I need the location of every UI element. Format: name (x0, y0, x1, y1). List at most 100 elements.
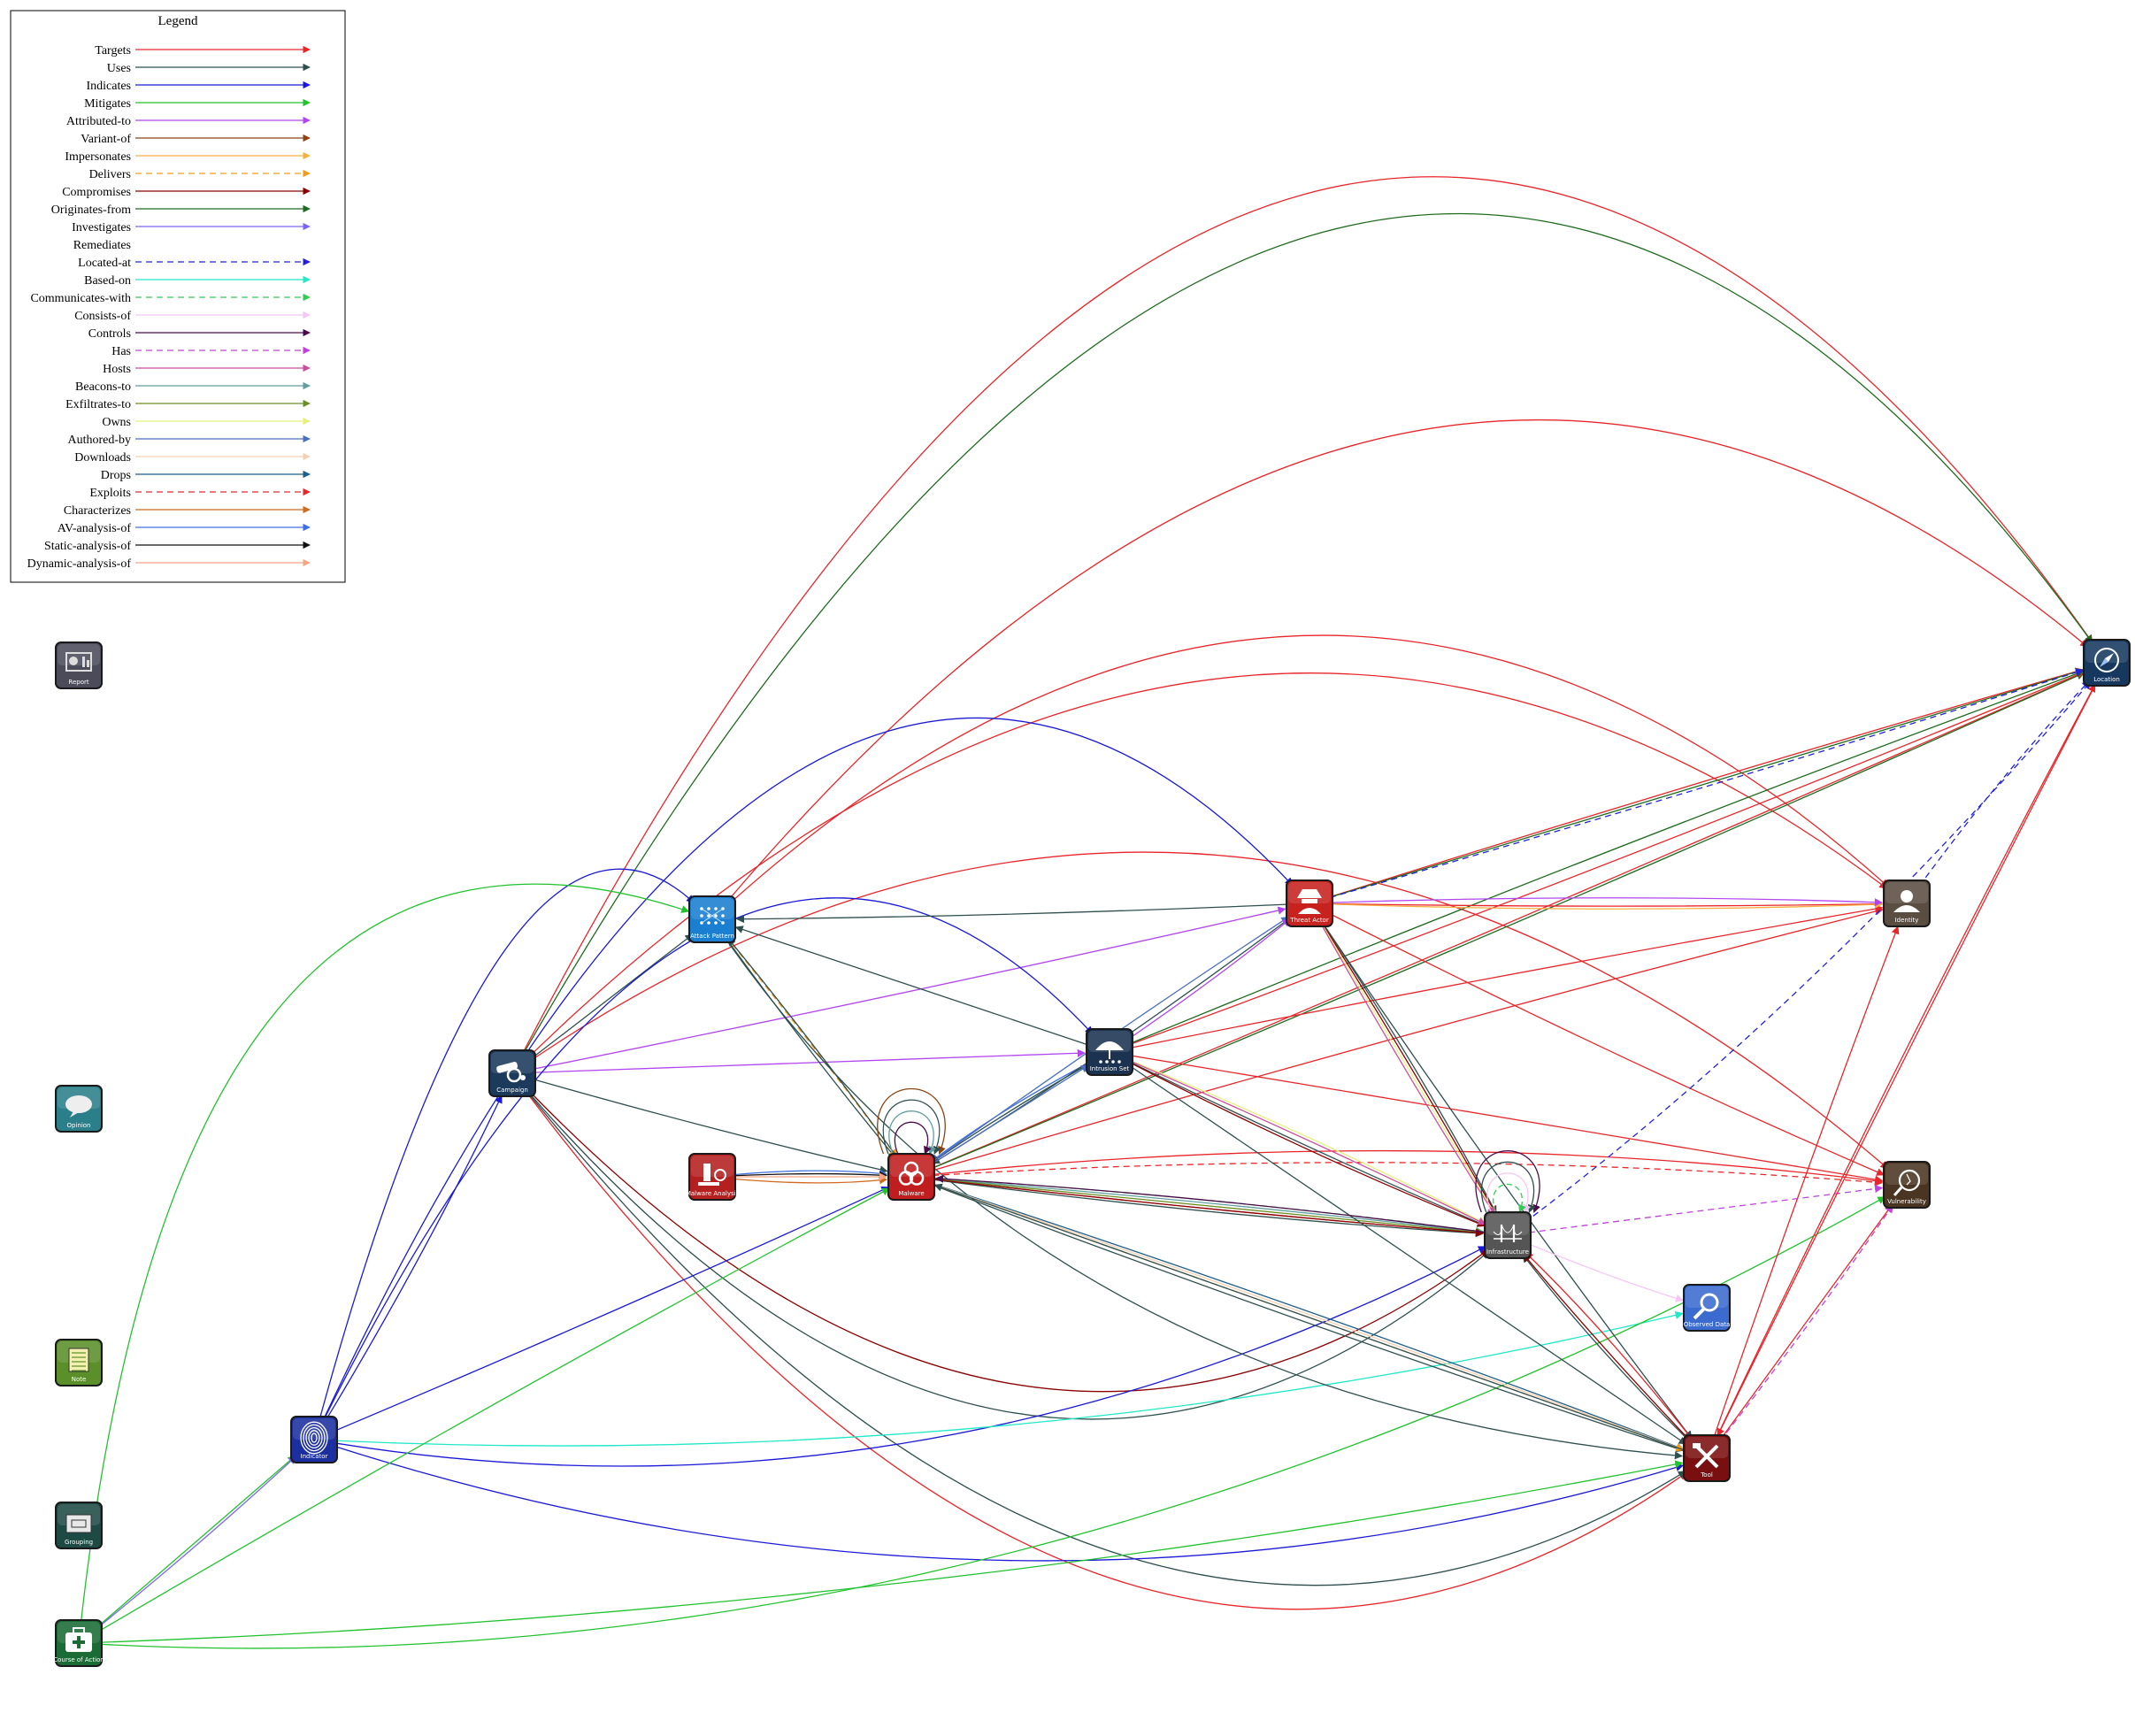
fingerprint-icon (300, 1421, 328, 1455)
edge-uses (734, 926, 1110, 1053)
edge-targets (1524, 1251, 1708, 1459)
legend-label: Hosts (103, 363, 131, 376)
legend-label: Indicates (86, 80, 131, 93)
edge-hosts (1309, 903, 1495, 1216)
edge-indicates (313, 868, 695, 1440)
legend-label: Mitigates (84, 97, 131, 111)
node-grouping[interactable]: Grouping (55, 1502, 103, 1549)
node-malware[interactable]: Malware (887, 1153, 935, 1201)
edge-indicates (313, 1439, 1685, 1562)
edge-has (1507, 1185, 1884, 1236)
package-icon (65, 1514, 92, 1533)
node-box (688, 1153, 736, 1201)
edge-compromises (1523, 1253, 1708, 1459)
edge-targets (1309, 900, 1883, 909)
self-loop-consists-of (1486, 1172, 1532, 1213)
edge-originates-from (1309, 668, 2085, 904)
node-identity[interactable]: Identity (1883, 880, 1931, 927)
node-tool[interactable]: Tool (1683, 1434, 1731, 1482)
edge-targets (511, 1072, 1687, 1610)
compass-icon (2094, 648, 2119, 672)
legend-label: AV-analysis-of (58, 522, 132, 535)
self-loop-controls (894, 1121, 932, 1155)
edge-uses (511, 933, 694, 1074)
cracked-shield-icon (1893, 1169, 1921, 1196)
edge-targets (910, 672, 2085, 1178)
legend-label: Downloads (74, 451, 131, 465)
node-label: Report (68, 679, 88, 686)
node-threat-actor[interactable]: Threat Actor (1286, 880, 1333, 927)
legend-label: Impersonates (65, 150, 131, 164)
edge-av-analysis-of (711, 1169, 888, 1178)
edge-uses (711, 918, 1684, 1460)
node-opinion[interactable]: Opinion (55, 1085, 103, 1133)
edge-attributed-to (1109, 918, 1291, 1053)
node-label: Intrusion Set (1090, 1065, 1130, 1072)
edge-targets (1309, 903, 1885, 1176)
legend-label: Attributed-to (66, 115, 131, 128)
edge-indicates (313, 717, 1294, 1440)
legend-label: Investigates (72, 221, 131, 234)
node-vulnerability[interactable]: Vulnerability (1883, 1161, 1931, 1209)
node-report[interactable]: Report (55, 641, 103, 689)
legend-label: Consists-of (74, 310, 131, 323)
microscope-icon (698, 1164, 726, 1186)
node-observed-data[interactable]: Observed Data (1683, 1284, 1731, 1332)
node-label: Attack Pattern (690, 933, 734, 940)
edge-originates-from (910, 672, 2085, 1178)
node-box (1484, 1211, 1532, 1259)
edge-uses (736, 903, 1310, 924)
node-location[interactable]: Location (2083, 639, 2131, 687)
edge-targets (1706, 683, 2096, 1459)
edge-attributed-to (1309, 897, 1883, 907)
node-label: Location (2093, 676, 2120, 683)
edge-uses (910, 1176, 1685, 1453)
node-attack-pattern[interactable]: Attack Pattern (688, 895, 736, 943)
node-gloss (58, 644, 100, 665)
node-box (290, 1416, 338, 1463)
node-box (1883, 880, 1931, 927)
edge-targets (511, 672, 1888, 1074)
legend-label: Characterizes (64, 504, 131, 518)
edge-uses (933, 1183, 1708, 1459)
edge-controls (935, 1174, 1509, 1236)
legend: Legend TargetsUsesIndicatesMitigatesAttr… (10, 10, 346, 583)
edge-uses (711, 918, 896, 1159)
node-box (488, 1049, 536, 1097)
edge-impersonates (1309, 900, 1883, 910)
biohazard-icon (898, 1161, 925, 1186)
node-intrusion-set[interactable]: Intrusion Set (1086, 1028, 1133, 1076)
node-note[interactable]: Note (55, 1339, 103, 1386)
node-label: Threat Actor (1289, 917, 1329, 924)
legend-label: Static-analysis-of (44, 540, 131, 553)
node-gloss (691, 1156, 733, 1177)
legend-label: Remediates (73, 239, 131, 252)
edge-targets (511, 851, 1889, 1170)
node-campaign[interactable]: Campaign (488, 1049, 536, 1097)
edge-investigates (78, 1456, 297, 1644)
edge-exfiltrates-to (910, 1176, 1485, 1237)
edge-uses (511, 1072, 1686, 1586)
node-course-of-action[interactable]: Course of Action (53, 1619, 104, 1667)
first-aid-kit-icon (65, 1627, 92, 1652)
report-icon (65, 652, 92, 672)
node-malware-analysis[interactable]: Malware Analysis (686, 1153, 740, 1201)
node-gloss (1686, 1437, 1728, 1458)
legend-label: Delivers (89, 168, 131, 181)
node-indicator[interactable]: Indicator (290, 1416, 338, 1463)
node-label: Infrastructure (1486, 1248, 1529, 1256)
legend-label: Uses (107, 62, 131, 75)
edge-delivers (711, 918, 897, 1158)
node-infrastructure[interactable]: Infrastructure (1484, 1211, 1532, 1259)
self-loop-communicates-with (1493, 1184, 1526, 1213)
edge-owns (1309, 903, 1496, 1215)
node-label: Observed Data (1684, 1321, 1731, 1328)
legend-label: Authored-by (67, 434, 131, 447)
node-label: Course of Action (53, 1656, 104, 1663)
edge-uses (727, 937, 912, 1178)
edge-exploits (910, 1162, 1883, 1187)
edge-located-at (1309, 668, 2085, 904)
edge-downloads (910, 1176, 1685, 1451)
